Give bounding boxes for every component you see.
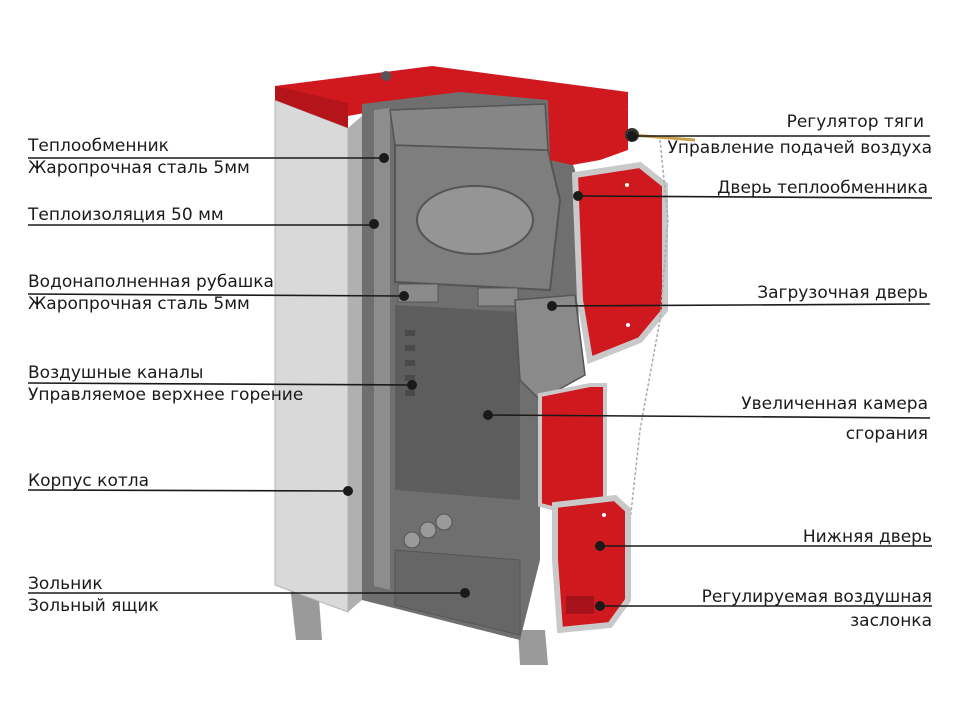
air-channel-slots: [405, 330, 415, 396]
combustion-chamber-leader: [487, 414, 931, 419]
loading-door-dot: [547, 301, 557, 311]
combustion-chamber-dot: [483, 410, 493, 420]
chamber: [395, 305, 520, 500]
heat-exchanger-dot: [379, 153, 389, 163]
grate-pipes: [403, 513, 453, 549]
door-bolt-2: [626, 323, 630, 327]
boiler-illustration: [274, 66, 696, 665]
door-bolt-3: [602, 513, 606, 517]
top-lid-knob: [381, 71, 391, 81]
exchanger-door-shape: [571, 161, 668, 365]
water-jacket-leader: [27, 293, 405, 297]
air-damper-dot: [595, 601, 605, 611]
top-lid-edge: [275, 86, 348, 128]
combustion-chamber-sub-label: сгорания: [846, 423, 928, 445]
boiler-shell: [274, 99, 349, 613]
exchanger-door-dot: [573, 191, 583, 201]
air-channels-dot: [407, 380, 417, 390]
damper-plate: [566, 596, 594, 614]
loading-door-leader: [551, 303, 931, 307]
insulation-dot: [369, 219, 379, 229]
air-channels-title: Воздушные каналы: [28, 363, 204, 383]
exchanger-door-title: Дверь теплообменника: [717, 178, 928, 198]
heat-exchanger-label: Теплообменник Жаропрочная сталь 5мм: [28, 135, 250, 179]
bottom-door-title: Нижняя дверь: [802, 527, 932, 547]
ash-pan-label: Зольник Зольный ящик: [28, 573, 159, 617]
air-damper-title: Регулируемая воздушная: [701, 587, 932, 607]
air-channels-label: Воздушные каналы Управляемое верхнее гор…: [28, 362, 303, 406]
door-bolt-1: [625, 183, 629, 187]
combustion-chamber-title: Увеличенная камера: [741, 394, 928, 414]
insulation-title: Теплоизоляция 50 мм: [28, 205, 224, 225]
heat-exchanger-subtitle: Жаропрочная сталь 5мм: [28, 158, 250, 178]
water-jacket-title: Водонаполненная рубашка: [28, 272, 274, 292]
upper-panel: [548, 100, 628, 165]
shell-edge: [348, 116, 362, 612]
ash-pan-dot: [460, 588, 470, 598]
air-damper-sub-label: заслонка: [850, 610, 932, 632]
draft-regulator-sub-label: Управление подачей воздуха: [668, 137, 932, 159]
boiler-body-dot: [343, 486, 353, 496]
top-lid: [275, 66, 628, 116]
top-compartment: [389, 103, 549, 151]
water-jacket-label: Водонаполненная рубашка Жаропрочная стал…: [28, 271, 274, 315]
draft-regulator-label: Регулятор тяги: [787, 111, 924, 133]
regulator-chain: [627, 139, 669, 541]
ash-pan-title: Зольник: [28, 574, 103, 594]
air-damper-subtitle: заслонка: [850, 611, 932, 631]
loading-chute: [514, 294, 586, 401]
loading-door-title: Загрузочная дверь: [757, 283, 928, 303]
boiler-leg-right: [518, 630, 548, 665]
boiler-body-label: Корпус котла: [28, 470, 149, 492]
bottom-door-dot: [595, 541, 605, 551]
air-damper-label: Регулируемая воздушная: [702, 586, 932, 608]
callouts: [27, 131, 933, 611]
water-jacket-subtitle: Жаропрочная сталь 5мм: [28, 294, 250, 314]
bottom-door-label: Нижняя дверь: [803, 526, 932, 548]
ash-pan-subtitle: Зольный ящик: [28, 596, 159, 616]
heat-exchanger-title: Теплообменник: [28, 136, 169, 156]
exchanger-door-label: Дверь теплообменника: [717, 177, 928, 199]
draft-regulator-subtitle: Управление подачей воздуха: [667, 138, 932, 158]
draft-regulator-title: Регулятор тяги: [786, 112, 924, 132]
middle-panel: [538, 383, 607, 513]
exchanger-tube: [416, 185, 534, 255]
combustion-chamber-label: Увеличенная камера: [741, 393, 928, 415]
combustion-chamber-subtitle: сгорания: [845, 424, 928, 444]
exchanger-door-leader: [577, 195, 933, 199]
loading-door-label: Загрузочная дверь: [757, 282, 928, 304]
water-jacket-dot: [399, 291, 409, 301]
boiler-body-leader: [27, 489, 349, 492]
insulation-label: Теплоизоляция 50 мм: [28, 204, 224, 226]
air-channels-subtitle: Управляемое верхнее горение: [28, 385, 304, 405]
boiler-body-title: Корпус котла: [28, 471, 150, 491]
baffle-2: [477, 287, 519, 307]
jacket-wall: [374, 108, 390, 590]
draft-regulator-dot: [627, 131, 637, 141]
air-channels-leader: [27, 382, 413, 386]
